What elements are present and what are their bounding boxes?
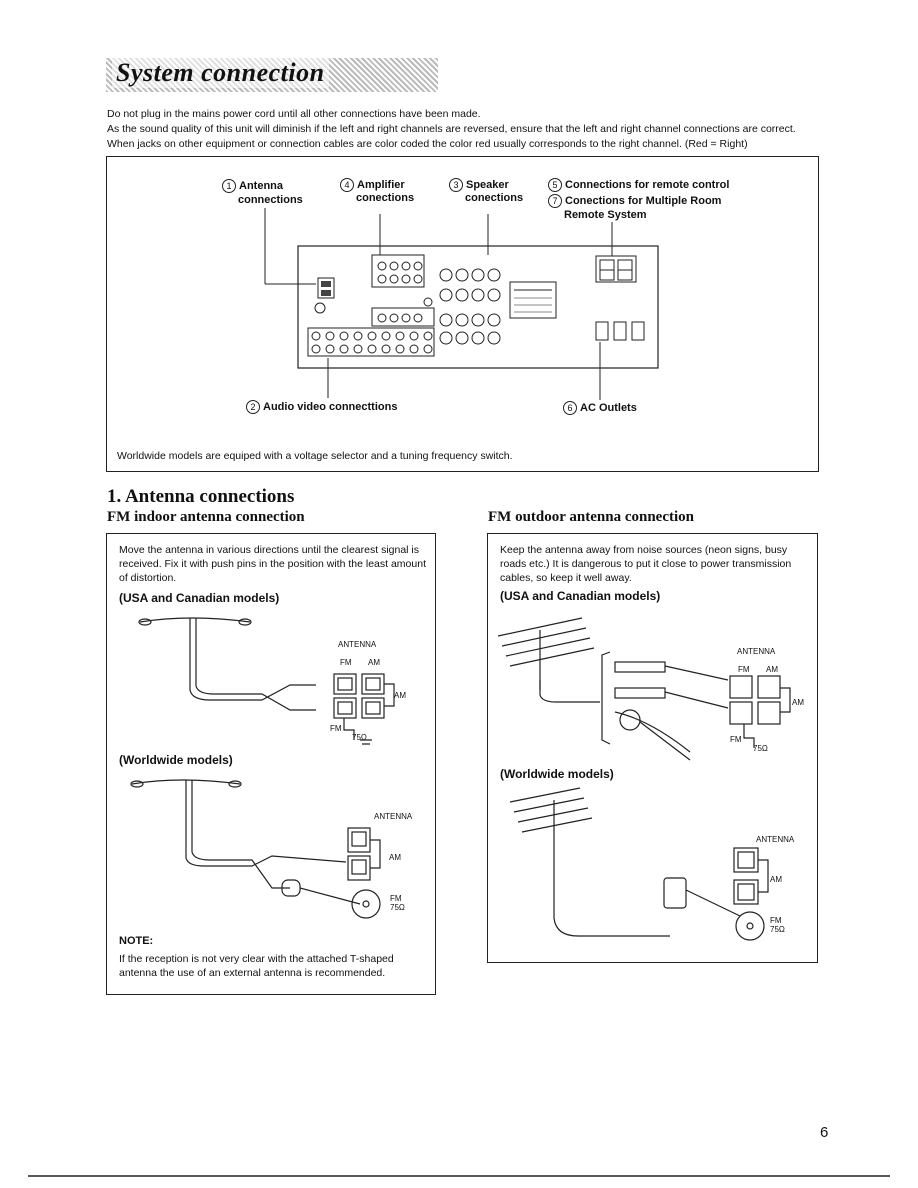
outdoor-75-label: 75Ω: [753, 744, 768, 753]
indoor-ww-fm75-label: FM 75Ω: [390, 894, 405, 912]
indoor-usa-label: (USA and Canadian models): [119, 591, 280, 605]
label-antenna-2: connections: [238, 194, 303, 206]
outdoor-fm-label: FM: [738, 665, 750, 674]
indoor-75-label: 75Ω: [352, 733, 367, 742]
note-title: NOTE:: [119, 935, 154, 947]
label-multi-room-2: Remote System: [564, 209, 647, 221]
outdoor-fm-label-2: FM: [730, 735, 742, 744]
outdoor-text: Keep the antenna away from noise sources…: [500, 544, 792, 584]
indoor-ww-am-label: AM: [389, 853, 401, 862]
label-amplifier-2: conections: [356, 192, 415, 204]
indoor-antenna-label: ANTENNA: [338, 640, 377, 649]
note-text: If the reception is not very clear with …: [119, 953, 394, 979]
outdoor-antenna-label: ANTENNA: [737, 647, 776, 656]
intro-line-3: When jacks on other equipment or connect…: [107, 138, 748, 150]
outdoor-am-label-2: AM: [792, 698, 804, 707]
indoor-fm-label: FM: [340, 658, 352, 667]
outdoor-am-label: AM: [766, 665, 778, 674]
indoor-box: [106, 533, 436, 995]
outdoor-box: [487, 533, 818, 963]
receiver-back-panel: [297, 245, 659, 369]
outdoor-usa-label: (USA and Canadian models): [500, 589, 661, 603]
indoor-am-label: AM: [368, 658, 380, 667]
indoor-worldwide-label: (Worldwide models): [119, 753, 233, 767]
indoor-fm-label-2: FM: [330, 724, 342, 733]
outdoor-ww-am-label: AM: [770, 875, 782, 884]
label-speaker-2: conections: [465, 192, 524, 204]
page-title: System connection: [112, 58, 329, 88]
intro-line-2: As the sound quality of this unit will d…: [107, 123, 796, 135]
indoor-ww-antenna-label: ANTENNA: [374, 812, 413, 821]
section-heading: 1. Antenna connections: [107, 486, 295, 507]
indoor-am-label-2: AM: [394, 691, 406, 700]
intro-line-1: Do not plug in the mains power cord unti…: [107, 108, 481, 120]
outdoor-worldwide-label: (Worldwide models): [500, 767, 614, 781]
t-antenna-bar: [139, 617, 251, 623]
diagram-note: Worldwide models are equiped with a volt…: [117, 450, 513, 462]
indoor-heading: FM indoor antenna connection: [107, 509, 305, 525]
page-number: 6: [820, 1124, 829, 1141]
outdoor-ww-fm75-label: FM 75Ω: [770, 916, 785, 934]
indoor-text: Move the antenna in various directions u…: [119, 544, 426, 584]
system-diagram-box: [106, 156, 819, 472]
outdoor-ww-antenna-label: ANTENNA: [756, 835, 795, 844]
outdoor-heading: FM outdoor antenna connection: [488, 509, 694, 525]
